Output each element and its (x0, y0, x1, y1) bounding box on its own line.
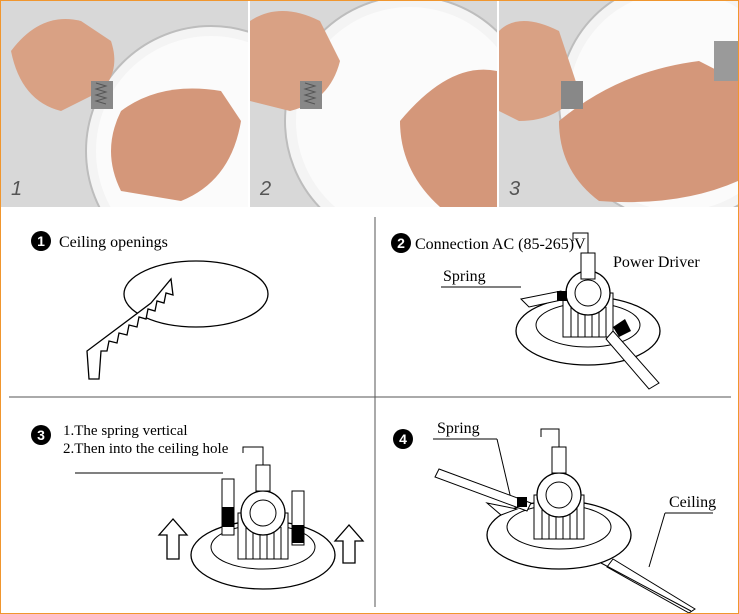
step-number-badge (31, 231, 51, 251)
step-number: 1 (37, 233, 45, 249)
installation-diagram: 1 Ceiling openings 2 Connection AC (85-2… (9, 217, 731, 613)
spring-right (605, 330, 660, 390)
arrow-up-icon (157, 518, 189, 560)
driver-collar-inner (574, 279, 602, 307)
photo-step-3: 3 (499, 1, 738, 207)
step-number-badge (31, 425, 51, 445)
connector (255, 464, 271, 492)
photo-number: 1 (11, 178, 23, 200)
step-number: 2 (397, 235, 405, 251)
photo-step-2: 2 (250, 1, 498, 207)
spring-clip-right (613, 319, 631, 337)
step-3: 3 1.The spring vertical 2.Then into the … (31, 423, 365, 590)
ceiling-line (600, 562, 692, 612)
arrow-up-icon (333, 524, 365, 564)
spring-label: Spring (443, 268, 486, 285)
step-number-badge (393, 429, 413, 449)
wire (242, 446, 264, 465)
step-2: 2 Connection AC (85-265)V Power Driver S… (391, 232, 700, 390)
spring-clip-left (557, 291, 567, 301)
step-number: 3 (37, 427, 45, 443)
step-3-line-1: 1.The spring vertical (63, 423, 188, 439)
photo-number: 2 (260, 178, 272, 200)
step-1: 1 Ceiling openings (31, 231, 269, 380)
ceiling-label: Ceiling (669, 494, 716, 511)
connector (551, 446, 567, 474)
power-driver-label: Power Driver (613, 254, 700, 271)
spring-label: Spring (437, 420, 480, 437)
driver-collar-inner (545, 481, 573, 509)
step-number-badge (391, 233, 411, 253)
step-1-label: Ceiling openings (59, 234, 168, 251)
step-number: 4 (399, 431, 407, 447)
spring-clip-left (517, 497, 527, 507)
step-2-label: Connection AC (85-265)V (415, 236, 586, 253)
spring-tip (485, 502, 519, 516)
driver-collar-inner (249, 499, 277, 527)
saw-icon (86, 277, 174, 380)
photo-step-1: 1 (1, 1, 249, 207)
spring-clip-left (222, 507, 234, 527)
step-4: 4 Spring Ceiling (393, 420, 716, 613)
spring-clip-right (292, 525, 304, 543)
photo-number: 3 (509, 178, 521, 200)
wire (540, 428, 560, 447)
ceiling-opening (123, 260, 269, 328)
ceiling-pointer (648, 512, 666, 568)
spring-right (606, 558, 696, 613)
spring-left (434, 468, 532, 512)
spring-pointer (496, 438, 512, 500)
step-3-line-2: 2.Then into the ceiling hole (63, 441, 229, 457)
wire (572, 232, 589, 253)
connector (580, 252, 596, 280)
